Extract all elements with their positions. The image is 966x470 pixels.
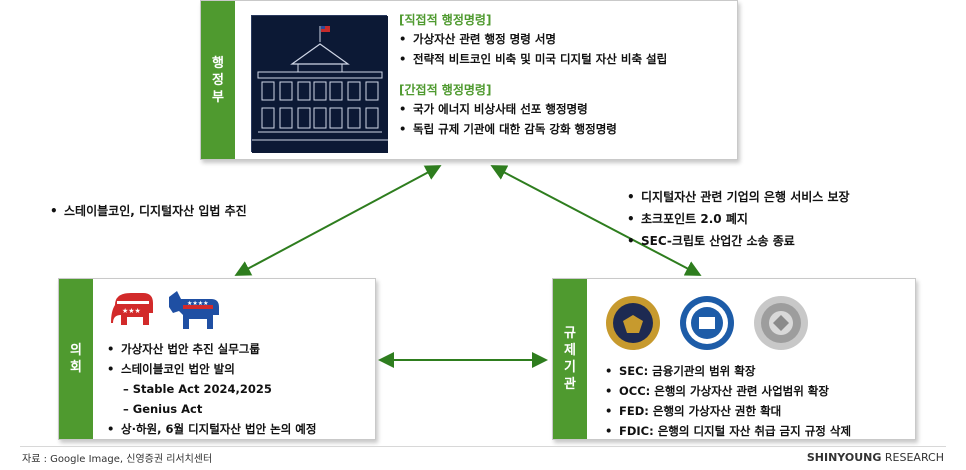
republican-elephant-icon: ★★★ xyxy=(111,293,153,325)
executive-content: [직접적 행정명령] 가상자산 관련 행정 명령 서명 전략적 비트코인 비축 … xyxy=(399,11,667,139)
executive-box: 행정부 [직접적 행정명령] 가상자산 xyxy=(200,0,738,160)
congress-content: 가상자산 법안 추진 실무그룹 스테이블코인 법안 발의 – Stable Ac… xyxy=(107,339,316,439)
occ-seal-icon xyxy=(680,296,734,350)
regulators-box: 규제기관 SEC: 금융기관의 범위 확장 OCC: 은행의 가상자산 관련 사… xyxy=(552,278,916,440)
democratic-donkey-icon: ★★★★ xyxy=(169,291,219,329)
fed-seal-icon xyxy=(754,296,808,350)
arrow-executive-congress xyxy=(234,165,442,276)
arrow-executive-regulators xyxy=(490,165,702,276)
brand-logo: SHINYOUNG RESEARCH xyxy=(806,451,944,464)
indirect-order-item: 독립 규제 기관에 대한 감독 강화 행정명령 xyxy=(399,119,667,139)
white-house-icon xyxy=(252,16,388,153)
edge-label-item: 초크포인트 2.0 폐지 xyxy=(627,208,850,230)
sec-seal-icon xyxy=(606,296,660,350)
direct-order-title: [직접적 행정명령] xyxy=(399,13,492,27)
indirect-order-title: [간접적 행정명령] xyxy=(399,83,492,97)
white-house-image xyxy=(251,15,388,153)
regulator-item: SEC: 금융기관의 범위 확장 xyxy=(605,361,851,381)
indirect-order-item: 국가 에너지 비상사태 선포 행정명령 xyxy=(399,99,667,119)
regulator-item: OCC: 은행의 가상자산 관련 사업범위 확장 xyxy=(605,381,851,401)
congress-sub-item: – Stable Act 2024,2025 xyxy=(123,382,272,396)
congress-box: 의회 ★★★ ★★★★ 가상자산 법안 추진 실무그룹 스테이블코인 법안 발의… xyxy=(58,278,376,440)
svg-text:★★★: ★★★ xyxy=(122,307,141,315)
edge-label-item: 디지털자산 관련 기업의 은행 서비스 보장 xyxy=(627,186,850,208)
congress-item: 상·하원, 6월 디지털자산 법안 논의 예정 xyxy=(107,419,316,439)
congress-sub-item: – Genius Act xyxy=(123,402,203,416)
footer-divider xyxy=(20,446,946,447)
congress-item: 스테이블코인 법안 발의 xyxy=(107,359,316,379)
edge-label-item: SEC-크립토 산업간 소송 종료 xyxy=(627,230,850,252)
source-note: 자료 : Google Image, 신영증권 리서치센터 xyxy=(22,454,213,465)
regulator-item: FED: 은행의 가상자산 권한 확대 xyxy=(605,401,851,421)
congress-side-label: 의회 xyxy=(59,279,93,439)
edge-label-executive-congress: 스테이블코인, 디지털자산 입법 추진 xyxy=(50,200,247,222)
svg-text:★★★★: ★★★★ xyxy=(187,300,209,307)
congress-item: 가상자산 법안 추진 실무그룹 xyxy=(107,339,316,359)
regulators-side-label: 규제기관 xyxy=(553,279,587,439)
direct-order-item: 전략적 비트코인 비축 및 미국 디지털 자산 비축 설립 xyxy=(399,49,667,69)
regulators-content: SEC: 금융기관의 범위 확장 OCC: 은행의 가상자산 관련 사업범위 확… xyxy=(605,361,851,441)
regulator-item: FDIC: 은행의 디지털 자산 취급 금지 규정 삭제 xyxy=(605,421,851,441)
direct-order-item: 가상자산 관련 행정 명령 서명 xyxy=(399,29,667,49)
executive-side-label: 행정부 xyxy=(201,1,235,159)
edge-label-executive-regulators: 디지털자산 관련 기업의 은행 서비스 보장 초크포인트 2.0 폐지 SEC-… xyxy=(627,186,850,252)
